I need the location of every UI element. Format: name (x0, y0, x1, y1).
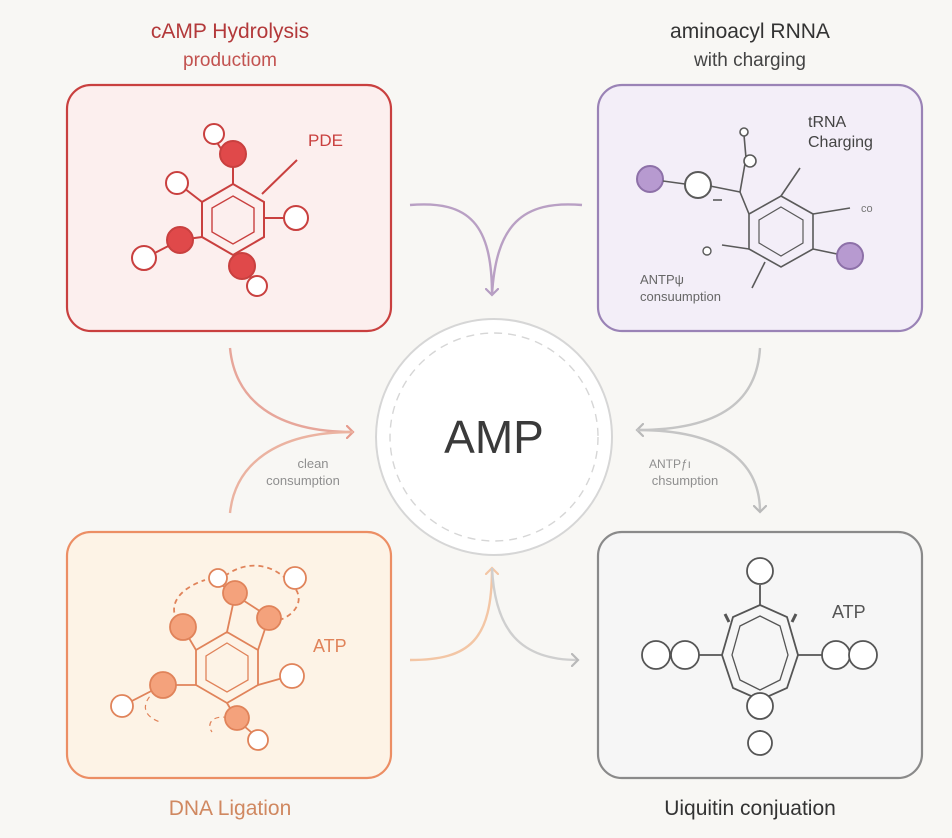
ubiquitin-conjugation-title: Uiquitin conjuation (664, 797, 836, 820)
atom-node (131, 245, 157, 271)
atom-bond (662, 180, 686, 185)
atom-node (746, 557, 774, 585)
atom-node (256, 605, 282, 631)
trna-label-line1: tRNA (808, 114, 847, 131)
flow-label-right-line1: ANTPƒı (649, 457, 691, 471)
flow-arrow-dna-to-amp (409, 568, 492, 662)
amp-inner-dashed-circle (389, 332, 599, 542)
atom-node (279, 663, 305, 689)
atom-node (747, 730, 773, 756)
aminoacyl-rna-title: aminoacyl RNNA (670, 20, 830, 43)
dna-ligation-title: DNA Ligation (168, 797, 292, 820)
amp-outer-circle (375, 318, 613, 556)
atom-node (222, 580, 248, 606)
atom-node (203, 123, 225, 145)
camp-hydrolysis-title: cAMP Hydrolysis (150, 20, 310, 43)
atom-node (219, 140, 247, 168)
pde-label: PDE (308, 131, 343, 150)
flow-arrow-trna-down-to-amp (637, 347, 762, 430)
trna-molecule (699, 134, 851, 289)
flow-arrow-amp-down-to-ubiquitin (490, 567, 578, 660)
camp-hydrolysis-subtitle: productiom (183, 50, 277, 71)
atom-node (246, 275, 268, 297)
flow-arrow-dna-up-to-amp (228, 430, 354, 514)
atom-node (836, 242, 864, 270)
atom-node (228, 252, 256, 280)
flow-arrow-camp-down-to-amp (228, 347, 353, 432)
ubiquitin-atp-label: ATP (832, 602, 866, 622)
atom-node (169, 613, 197, 641)
dna-atp-label: ATP (313, 636, 347, 656)
atom-node (684, 171, 712, 199)
ubiquitin-conjugation-panel (596, 530, 924, 780)
trna-label-line2: Charging (808, 134, 873, 151)
atom-node (283, 566, 307, 590)
camp-hydrolysis-panel (65, 83, 393, 333)
atom-node (821, 640, 851, 670)
atom-node (165, 171, 189, 195)
atom-node (110, 694, 134, 718)
flow-label-left-line1: clean (297, 456, 328, 471)
atom-node (208, 568, 228, 588)
amp-label: AMP (444, 411, 544, 463)
flow-arrow-camp-to-amp (409, 203, 492, 295)
flow-label-right-line2: chsumption (652, 473, 718, 488)
atom-node (746, 692, 774, 720)
atom-node (848, 640, 878, 670)
atom-node (702, 246, 712, 256)
atom-bond (723, 613, 731, 623)
atom-node (636, 165, 664, 193)
trna-atoms (636, 127, 864, 270)
flow-arrow-trna-to-amp (490, 203, 583, 296)
atom-node (670, 640, 700, 670)
trna-side-label: co (861, 203, 873, 215)
flow-arrow-amp-to-ubiquitin (636, 428, 760, 512)
trna-bottom-label-line1: ANTPψ (640, 272, 684, 287)
atom-node (739, 127, 749, 137)
atom-node (224, 705, 250, 731)
atom-node (743, 154, 757, 168)
aminoacyl-rna-subtitle: with charging (694, 50, 806, 71)
atom-node (641, 640, 671, 670)
atom-node (247, 729, 269, 751)
flow-label-left-line2: consumption (266, 473, 340, 488)
trna-bottom-label-line2: consuumption (640, 289, 721, 304)
ubiquitin-atoms (641, 557, 878, 756)
dna-ligation-atoms (110, 566, 307, 751)
dna-ligation-panel (65, 530, 393, 780)
atom-node (166, 226, 194, 254)
camp-atoms (131, 123, 309, 297)
atom-bond (790, 613, 798, 623)
atom-node (283, 205, 309, 231)
atom-node (149, 671, 177, 699)
